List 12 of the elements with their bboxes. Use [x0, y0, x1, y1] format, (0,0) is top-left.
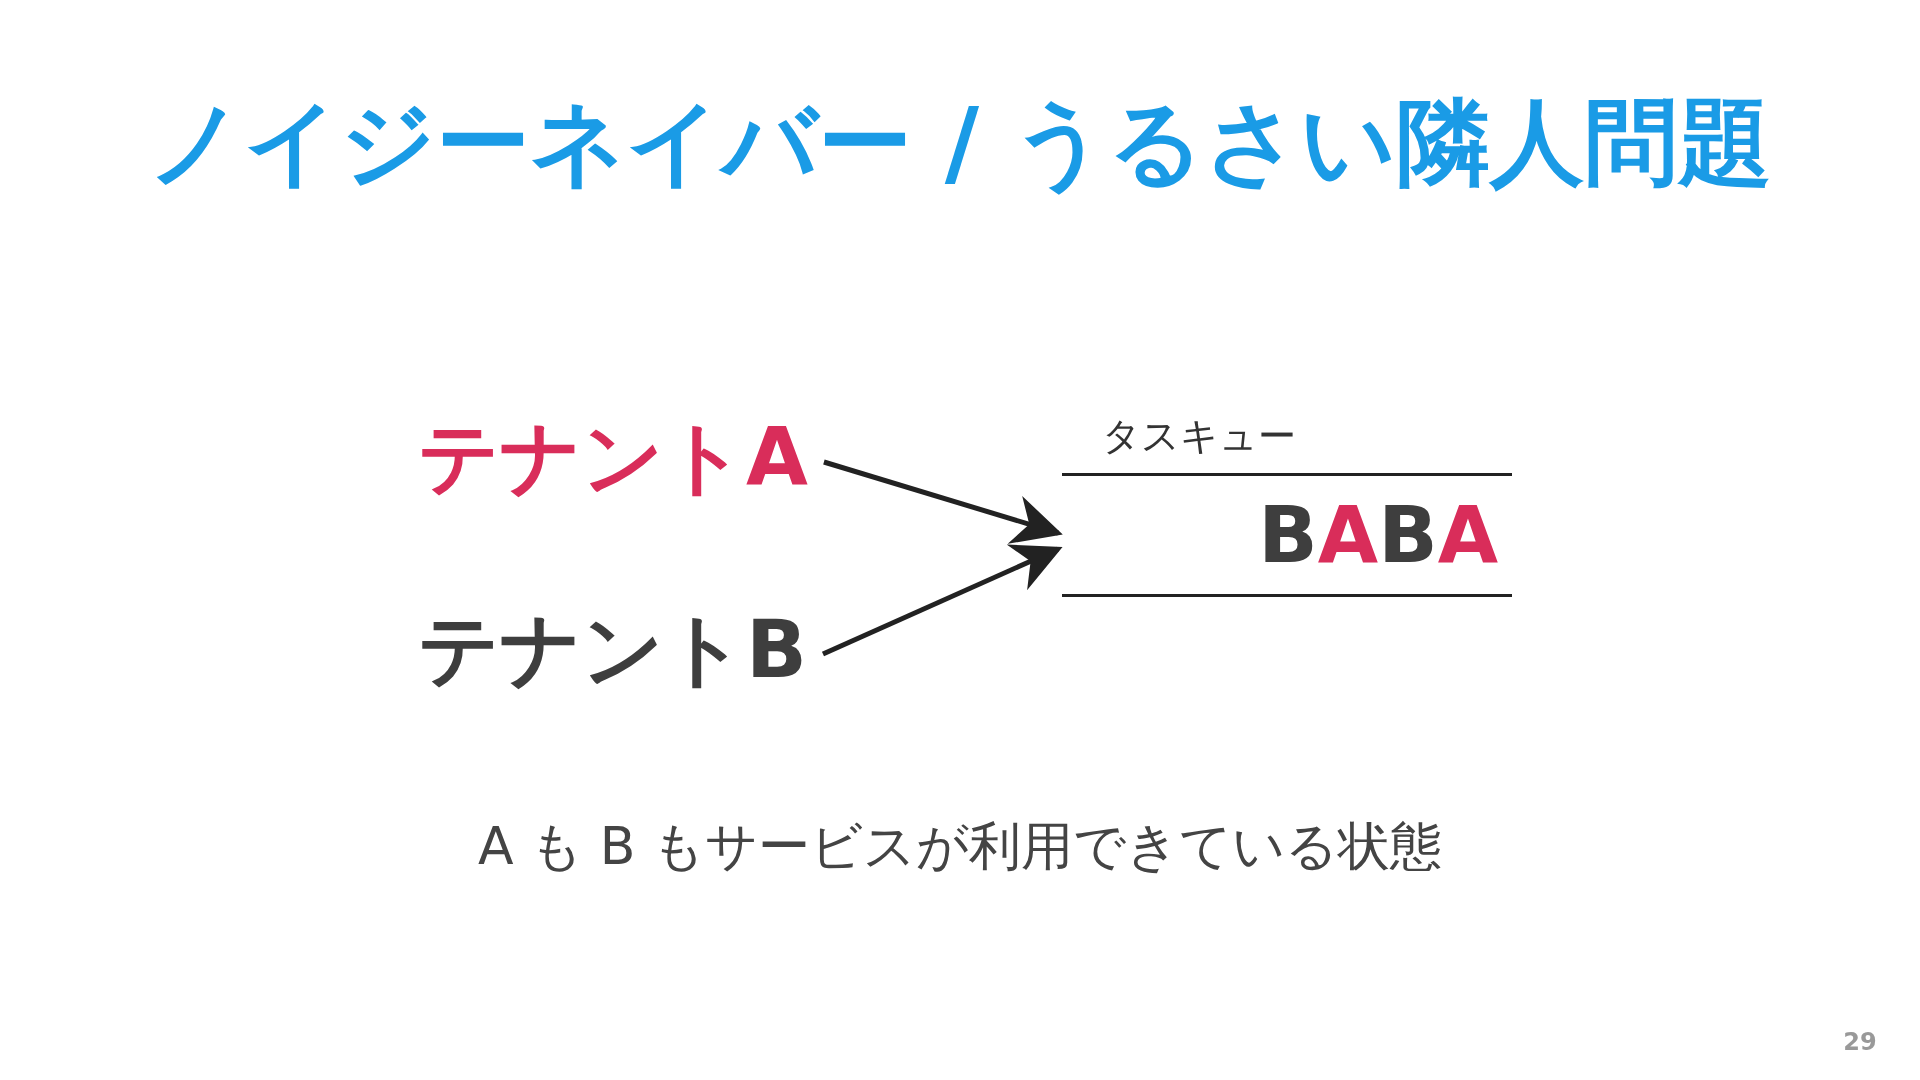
arrow: [823, 459, 1063, 544]
queue-item: A: [1317, 496, 1379, 574]
page-number: 29: [1843, 1028, 1877, 1056]
arrow: [821, 544, 1063, 657]
tenant-label: テナントA: [418, 418, 808, 498]
queue-label: タスキュー: [1102, 414, 1296, 460]
tenant-label: テナントB: [418, 610, 807, 690]
slide-title: ノイジーネイバー / うるさい隣人問題: [148, 88, 1772, 197]
queue-item: B: [1378, 496, 1438, 574]
queue-item: B: [1258, 496, 1318, 574]
statement-text: A も B もサービスが利用できている状態: [478, 816, 1442, 876]
queue-item: A: [1437, 496, 1498, 574]
